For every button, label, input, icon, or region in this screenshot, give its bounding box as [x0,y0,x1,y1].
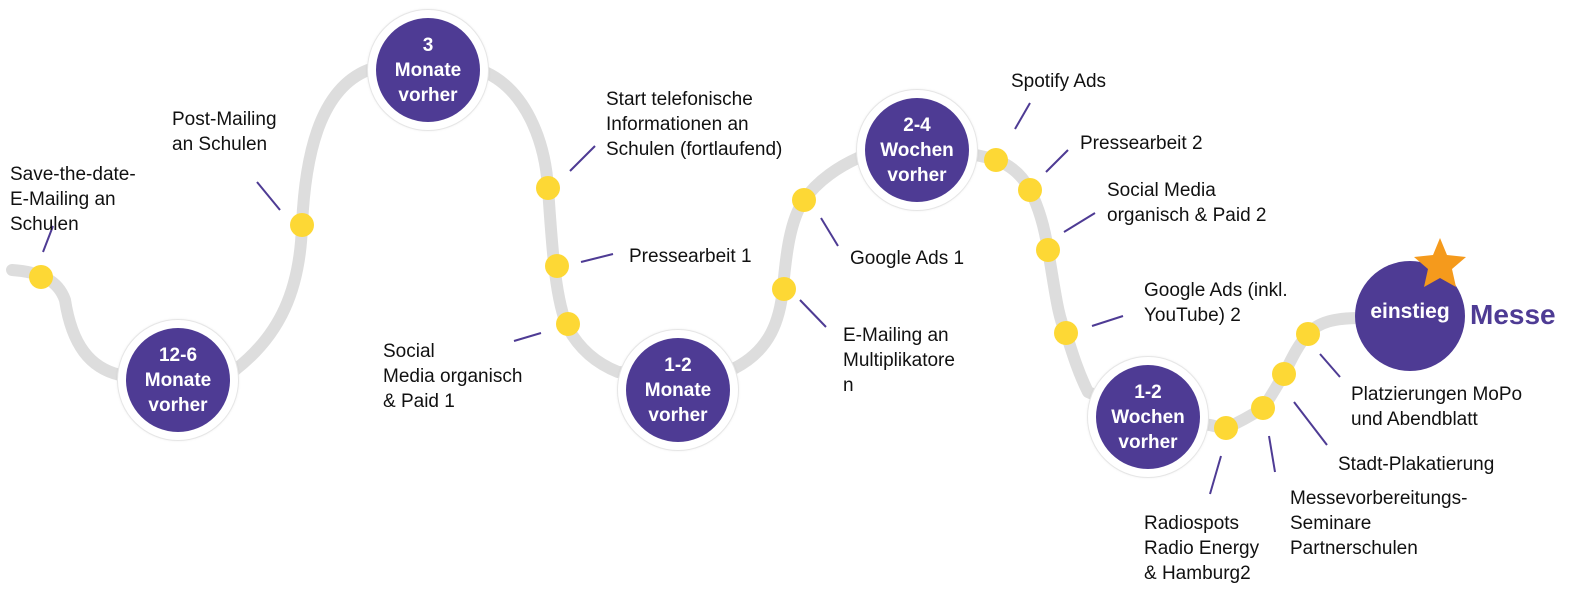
milestone-dots [29,148,1320,440]
phase-label: 3 Monate vorher [376,18,480,122]
connector-social-media-2 [1063,212,1096,233]
milestone-label-messevorbereitung: Messevorbereitungs- Seminare Partnerschu… [1290,488,1468,559]
milestone-dot [29,265,53,289]
milestone-dot [1036,238,1060,262]
milestone-label-spotify-ads: Spotify Ads [1011,71,1107,92]
connector-radiospots [1209,455,1222,495]
milestone-label-save-the-date: Save-the-date- E-Mailing an Schulen [10,164,136,235]
phase-circle-12-6-months: 12-6 Monate vorher [118,320,238,440]
connector-stadt-plakatierung [1293,401,1328,446]
phase-label: 2-4 Wochen vorher [865,98,969,202]
connector-telefonische-info [569,145,596,172]
connector-pressearbeit-2 [1045,149,1069,173]
connector-spotify-ads [1014,102,1031,130]
connector-messevorbereitung [1268,435,1276,473]
phase-circle-3-months: 3 Monate vorher [368,10,488,130]
milestone-label-google-ads-2: Google Ads (inkl. YouTube) 2 [1144,280,1288,326]
phase-label: 1-2 Wochen vorher [1096,365,1200,469]
milestone-label-pressearbeit-1: Pressearbeit 1 [629,246,752,267]
connector-save-the-date [42,225,54,253]
milestone-label-social-media-2: Social Media organisch & Paid 2 [1107,180,1267,226]
milestone-dot [1214,416,1238,440]
connector-pressearbeit-1 [580,253,614,263]
milestone-dot [290,213,314,237]
connector-platzierungen [1319,353,1341,378]
phase-label: 12-6 Monate vorher [126,328,230,432]
milestone-label-stadt-plakatierung: Stadt-Plakatierung [1338,454,1495,475]
milestone-label-platzierungen-mopo: Platzierungen MoPo und Abendblatt [1351,384,1523,430]
milestone-dot [984,148,1008,172]
connector-e-mailing [799,299,827,328]
milestone-dot [536,176,560,200]
milestone-dot [1018,178,1042,202]
phase-label: 1-2 Monate vorher [626,338,730,442]
milestone-label-google-ads-1: Google Ads 1 [850,248,965,269]
milestone-label-social-media-1: Social Media organisch & Paid 1 [383,341,523,412]
milestone-dot [545,254,569,278]
milestone-dot [772,277,796,301]
connector-google-ads-1 [820,217,839,247]
milestone-dot [1296,322,1320,346]
phase-circle-1-2-months: 1-2 Monate vorher [618,330,738,450]
milestone-dot [1251,396,1275,420]
milestone-label-radiospots: Radiospots Radio Energy & Hamburg2 [1144,513,1260,584]
connector-post-mailing [256,181,281,211]
milestone-dot [792,188,816,212]
phase-circle-1-2-weeks: 1-2 Wochen vorher [1088,357,1208,477]
connector-lines [42,102,1341,495]
milestone-dot [1054,321,1078,345]
connector-social-media-1 [513,332,542,342]
logo-einstieg-text: einstieg [1370,300,1450,323]
connector-google-ads-2 [1091,315,1124,327]
milestone-dot [556,312,580,336]
milestone-label-post-mailing: Post-Mailing an Schulen [172,109,277,155]
milestone-label-telefonische-info: Start telefonische Informationen an Schu… [606,89,783,160]
milestone-label-pressearbeit-2: Pressearbeit 2 [1080,133,1203,154]
milestone-dot [1272,362,1296,386]
logo-messe-text: Messe [1470,299,1556,330]
milestone-label-e-mailing-multiplikatoren: E-Mailing an Multiplikatore n [843,325,955,396]
phase-circle-2-4-weeks: 2-4 Wochen vorher [857,90,977,210]
